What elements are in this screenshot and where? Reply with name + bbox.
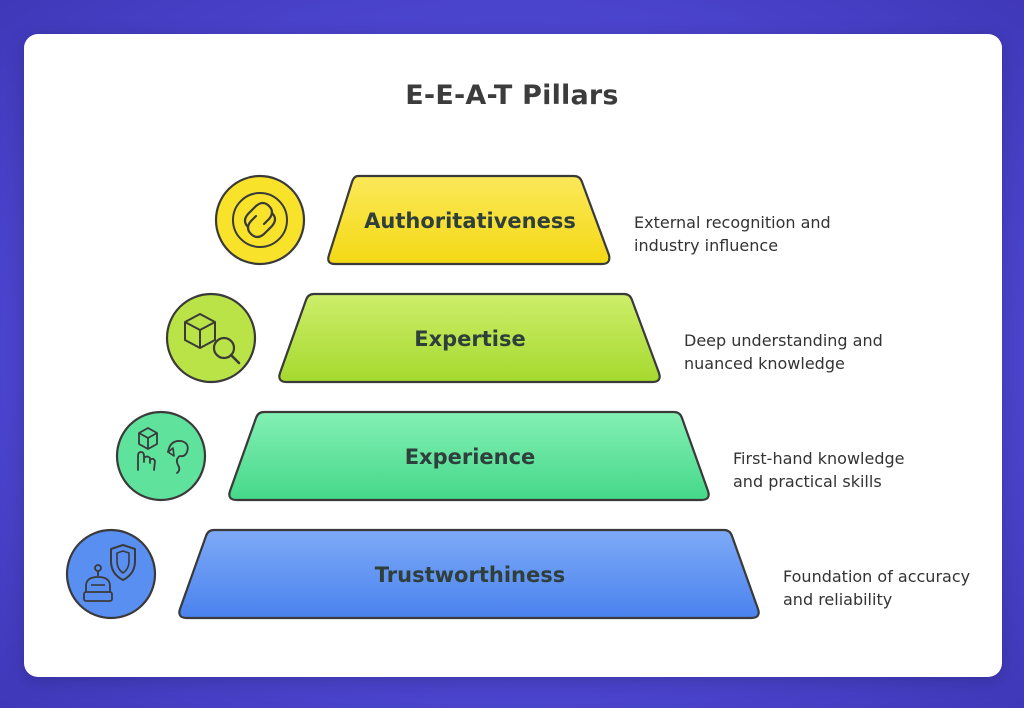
tier-experience-shape	[228, 410, 710, 502]
link-icon	[214, 174, 306, 266]
tier-trustworthiness-description: Foundation of accuracy and reliability	[783, 565, 970, 611]
tier-experience: Experience	[115, 410, 710, 502]
shield-robot-icon	[65, 528, 157, 620]
description-line: nuanced knowledge	[684, 354, 845, 373]
tier-trustworthiness-shape	[178, 528, 760, 620]
description-line: External recognition and	[634, 213, 831, 232]
tier-trustworthiness-label: Trustworthiness	[375, 563, 565, 587]
description-line: Deep understanding and	[684, 331, 883, 350]
diagram-title: E-E-A-T Pillars	[405, 80, 619, 111]
tier-authoritativeness-label: Authoritativeness	[364, 209, 576, 233]
description-line: and reliability	[783, 590, 893, 609]
tier-expertise: Expertise	[165, 292, 661, 384]
tier-experience-description: First-hand knowledge and practical skill…	[733, 447, 905, 493]
description-line: and practical skills	[733, 472, 882, 491]
box-magnifier-icon	[165, 292, 257, 384]
tier-trustworthiness: Trustworthiness	[65, 528, 760, 620]
tier-expertise-shape	[278, 292, 661, 384]
description-line: First-hand knowledge	[733, 449, 905, 468]
hands-on-icon	[115, 410, 207, 502]
tier-authoritativeness-shape	[327, 174, 611, 266]
tier-authoritativeness: Authoritativeness	[214, 174, 611, 266]
tier-experience-label: Experience	[405, 445, 536, 469]
description-line: industry influence	[634, 236, 779, 255]
description-line: Foundation of accuracy	[783, 567, 971, 586]
tier-expertise-description: Deep understanding and nuanced knowledge	[684, 329, 883, 375]
tier-expertise-label: Expertise	[414, 327, 526, 351]
tier-authoritativeness-description: External recognition and industry influe…	[634, 211, 831, 257]
